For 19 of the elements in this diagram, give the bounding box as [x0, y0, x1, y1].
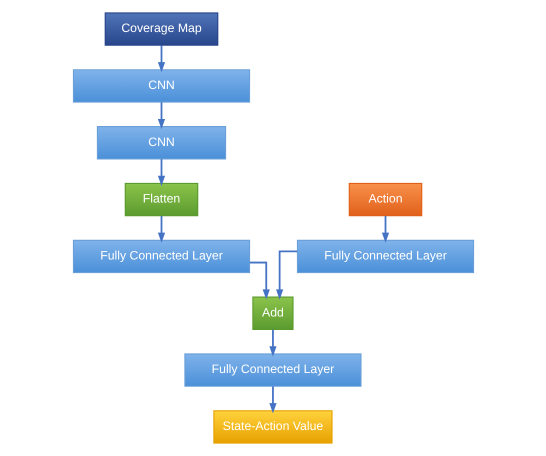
node-box: Coverage Map [104, 12, 218, 46]
node-box: Action [348, 182, 422, 216]
arrow [249, 262, 270, 300]
arrow [381, 216, 389, 243]
arrow [276, 250, 297, 300]
node-box: CNN [96, 126, 226, 160]
node-box: Fully Connected Layer [184, 353, 362, 387]
node-box: Fully Connected Layer [72, 240, 250, 274]
node-box: Fully Connected Layer [296, 240, 474, 274]
node-box: Flatten [124, 182, 198, 216]
arrow [268, 386, 276, 414]
arrow [157, 102, 165, 130]
arrow [157, 216, 165, 243]
node-box: Add [252, 296, 294, 330]
arrow [268, 330, 276, 357]
arrow [157, 159, 165, 186]
arrow [157, 46, 165, 72]
node-box: State-Action Value [212, 410, 332, 444]
node-box: CNN [72, 69, 250, 103]
